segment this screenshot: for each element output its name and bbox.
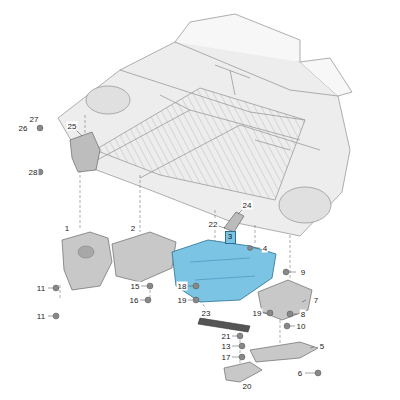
callout-number: 17: [221, 353, 232, 362]
callout-number: 19: [177, 296, 188, 305]
callout-number: 21: [221, 332, 232, 341]
callout-number: 10: [296, 322, 307, 331]
callout-number: 11: [36, 312, 46, 321]
bracket: [224, 212, 244, 232]
callout-number: 15: [130, 282, 141, 291]
centre-shield: [112, 232, 176, 282]
callout-number: 3: [226, 232, 235, 241]
callout-number: 8: [300, 310, 306, 319]
callout-number: 9: [300, 268, 306, 277]
callout-number: 27: [29, 115, 40, 124]
callout-number: 19: [252, 309, 263, 318]
callout-number: 13: [221, 342, 232, 351]
cover-plate: [250, 342, 318, 362]
car-body: [58, 14, 352, 236]
callout-number: 4: [262, 244, 268, 253]
callout-leaders: [48, 130, 315, 373]
callout-number: 16: [129, 296, 140, 305]
callout-number: 24: [242, 201, 253, 210]
clip-plate: [224, 362, 262, 382]
callout-number: 26: [18, 124, 29, 133]
callout-number: 5: [319, 342, 325, 351]
callout-number: 11: [36, 284, 46, 293]
callout-number: 23: [201, 309, 212, 318]
callout-number: 20: [242, 382, 253, 391]
callout-box: 3: [225, 231, 236, 244]
rear-shield: [258, 280, 312, 320]
callout-number: 7: [313, 296, 319, 305]
seal-strip: [198, 318, 250, 332]
callout-number: 25: [67, 122, 78, 131]
callout-number: 2: [130, 224, 136, 233]
callout-number: 1: [64, 224, 70, 233]
small-shield: [70, 132, 100, 172]
callout-number: 6: [297, 369, 303, 378]
front-shield: [62, 232, 112, 290]
callout-number: 22: [208, 220, 219, 229]
assembly-leaders: [60, 115, 290, 365]
fasteners: [37, 125, 321, 376]
callout-number: 28: [28, 168, 39, 177]
callout-number: 18: [177, 282, 188, 291]
